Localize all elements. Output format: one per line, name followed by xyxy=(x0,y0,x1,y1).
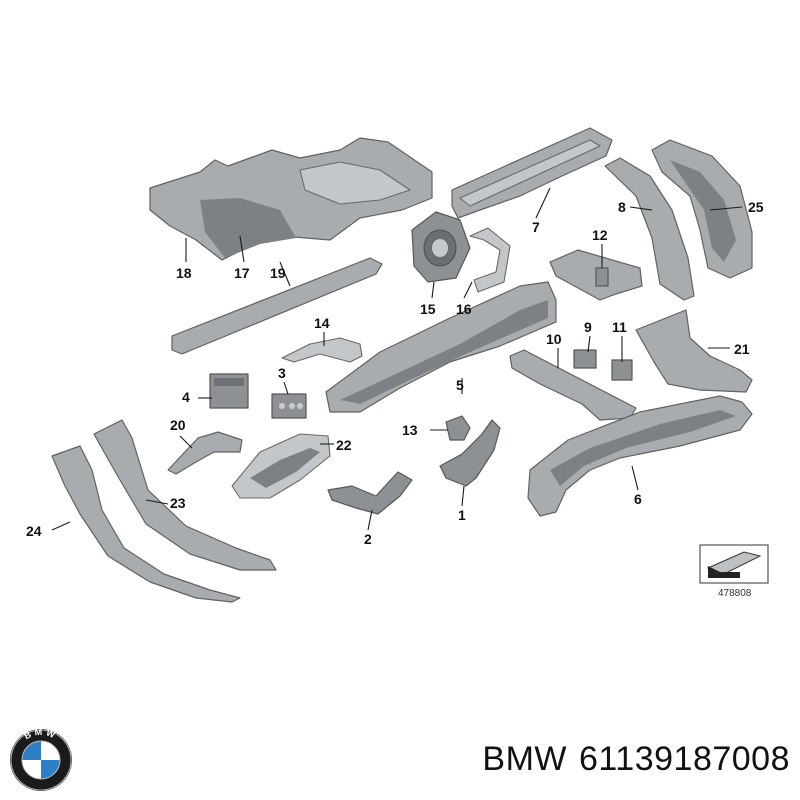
callout-8: 8 xyxy=(618,199,626,215)
part-7-shape xyxy=(451,127,613,219)
part-caption: BMW 61139187008 xyxy=(160,740,790,779)
part-10-shape xyxy=(509,349,637,421)
callout-22: 22 xyxy=(336,437,352,453)
callout-6: 6 xyxy=(634,491,642,507)
part-5-shape xyxy=(325,281,557,413)
callout-9: 9 xyxy=(584,319,592,335)
callout-17: 17 xyxy=(234,265,250,281)
callout-labels: 1 2 3 4 5 6 7 8 9 10 11 12 13 14 15 16 1… xyxy=(26,199,764,547)
callout-1: 1 xyxy=(458,507,466,523)
callout-12: 12 xyxy=(592,227,608,243)
part-16-shape xyxy=(469,227,511,293)
callout-7: 7 xyxy=(532,219,540,235)
arrow-direction-icon xyxy=(706,551,762,578)
part-13-shape xyxy=(445,415,471,441)
part-17-18-shape xyxy=(149,137,433,261)
callout-5: 5 xyxy=(456,377,464,393)
part-14-shape xyxy=(281,337,363,363)
part-2-shape xyxy=(327,471,413,515)
callout-19: 19 xyxy=(270,265,286,281)
direction-reference-box: 478808 xyxy=(699,544,769,599)
brand-name: BMW xyxy=(482,740,568,778)
callout-14: 14 xyxy=(314,315,330,331)
callout-4: 4 xyxy=(182,389,190,405)
callout-11: 11 xyxy=(612,319,627,335)
part-8-shape xyxy=(604,157,695,301)
part-15-shape xyxy=(411,211,471,283)
callout-16: 16 xyxy=(456,301,472,317)
part-24-shape xyxy=(51,445,241,603)
part-11-shape xyxy=(611,359,633,381)
part-23-shape xyxy=(93,419,277,571)
part-1-shape xyxy=(439,419,501,487)
callout-20: 20 xyxy=(170,417,186,433)
callout-10: 10 xyxy=(546,331,562,347)
part-12-shape xyxy=(549,249,643,301)
leader-lines xyxy=(51,187,743,531)
callout-23: 23 xyxy=(170,495,186,511)
part-21-shape xyxy=(635,309,753,393)
bmw-roundel-icon: BMW xyxy=(10,728,72,791)
part-6-shape xyxy=(527,395,753,517)
callout-24: 24 xyxy=(26,523,42,539)
callout-18: 18 xyxy=(176,265,192,281)
part-9-shape xyxy=(573,349,597,369)
part-number: 61139187008 xyxy=(579,740,790,778)
callout-13: 13 xyxy=(402,422,418,438)
part-19-shape xyxy=(171,257,383,355)
part-20-shape xyxy=(167,431,243,475)
callout-15: 15 xyxy=(420,301,436,317)
callout-25: 25 xyxy=(748,199,764,215)
part-25-shape xyxy=(651,139,753,279)
reference-code: 478808 xyxy=(718,588,752,599)
part-3-shape xyxy=(271,393,307,419)
part-4-shape xyxy=(209,373,249,409)
callout-2: 2 xyxy=(364,531,372,547)
callout-21: 21 xyxy=(734,341,750,357)
part-22-shape xyxy=(231,433,331,499)
callout-3: 3 xyxy=(278,365,286,381)
